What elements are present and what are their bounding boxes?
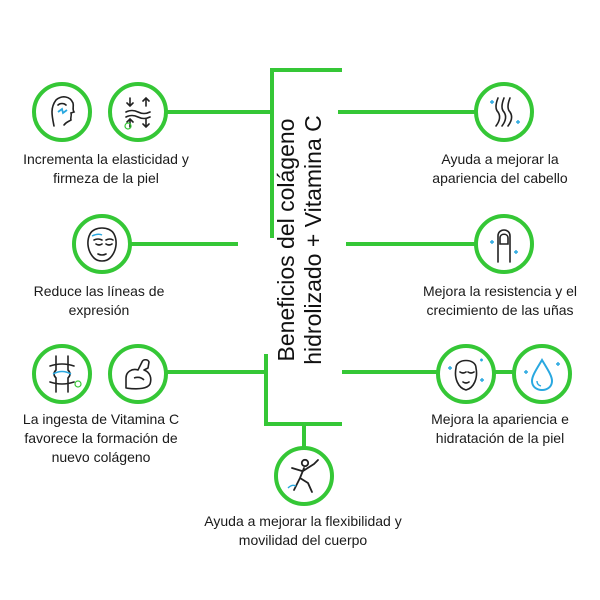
face-glow-icon bbox=[436, 344, 496, 404]
hair-strands-icon bbox=[474, 82, 534, 142]
fingernail-icon bbox=[474, 214, 534, 274]
water-drop-icon bbox=[512, 344, 572, 404]
skin-stretch-icon bbox=[108, 82, 168, 142]
flexed-arm-icon bbox=[108, 344, 168, 404]
benefit-skin-hydration-label: Mejora la apariencia e hidratación de la… bbox=[431, 411, 569, 446]
diagram-title: Beneficios del colágeno hidrolizado + Vi… bbox=[273, 115, 326, 365]
benefit-flexibility-label: Ayuda a mejorar la flexibilidad y movili… bbox=[204, 513, 402, 548]
benefit-vitamin-c-label: La ingesta de Vitamina C favorece la for… bbox=[22, 411, 180, 465]
face-profile-icon bbox=[32, 82, 92, 142]
joint-icon bbox=[32, 344, 92, 404]
benefit-skin-elasticity-label: Incrementa la elasticidad y firmeza de l… bbox=[23, 151, 189, 186]
benefit-expression-lines-label: Reduce las líneas de expresión bbox=[33, 283, 165, 318]
dancer-icon bbox=[274, 446, 334, 506]
benefit-nails-label: Mejora la resistencia y el crecimiento d… bbox=[422, 283, 578, 318]
benefit-hair-label: Ayuda a mejorar la apariencia del cabell… bbox=[432, 151, 568, 186]
face-lines-icon bbox=[72, 214, 132, 274]
